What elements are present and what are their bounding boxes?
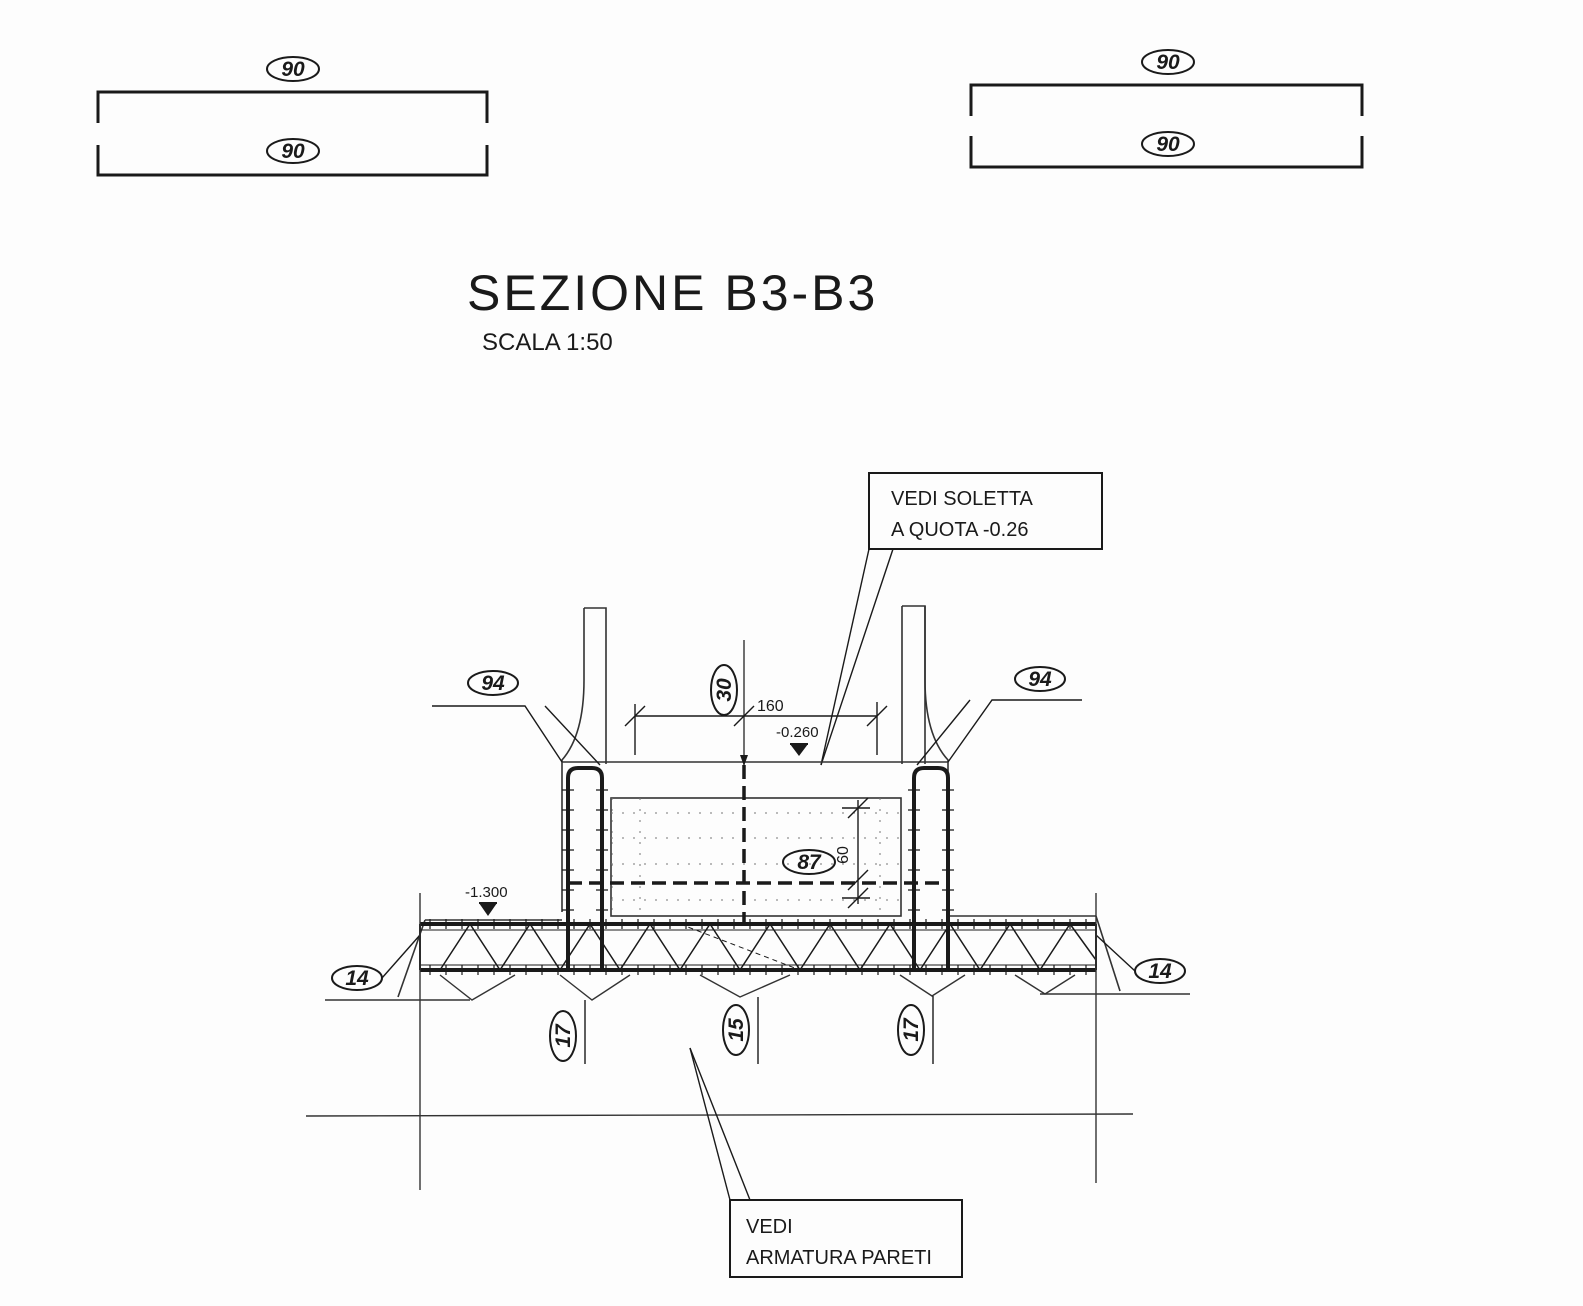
svg-text:14: 14 [345,967,369,990]
mark-15-center: 15 [722,997,759,1064]
mark-14-left: 14 [331,934,421,991]
svg-text:14: 14 [1148,960,1172,983]
mark-90-top-right-lower: 90 [1141,131,1195,157]
mark-94-right: 94 [916,666,1082,766]
section-outline [325,605,1190,1001]
svg-text:90: 90 [1156,133,1180,156]
mark-90-top-left-upper: 90 [266,56,320,82]
level-marker-upper: -0.260 [776,724,819,756]
mark-87: 87 [782,849,836,875]
svg-text:90: 90 [1156,51,1180,74]
dimension-60 [842,797,870,909]
svg-text:VEDI SOLETTA: VEDI SOLETTA [891,488,1034,510]
svg-text:94: 94 [1028,668,1052,691]
mark-94-left: 94 [432,670,601,766]
wall-reinforcement-right [908,766,954,970]
mark-17-right: 17 [897,996,934,1064]
mark-90-top-left-lower: 90 [266,138,320,164]
svg-text:-0.260: -0.260 [776,724,819,741]
reference-lines [305,893,1134,1190]
level-marker-lower: -1.300 [465,884,508,916]
note-box-pareti: VEDI ARMATURA PARETI [689,1047,963,1278]
mark-90-top-right-upper: 90 [1141,49,1195,75]
svg-text:90: 90 [281,140,305,163]
svg-text:VEDI: VEDI [746,1216,793,1238]
scale-label: SCALA 1:50 [482,329,613,356]
detail-bar-90-right [969,83,1364,169]
svg-text:90: 90 [281,58,305,81]
dimension-160-label: 160 [757,698,784,715]
svg-text:15: 15 [725,1018,748,1042]
center-axis-arrow [740,755,748,766]
dimension-160 [624,702,888,755]
svg-text:A QUOTA -0.26: A QUOTA -0.26 [891,519,1028,541]
svg-text:-1.300: -1.300 [465,884,508,901]
svg-text:30: 30 [713,678,736,702]
mark-30: 30 [710,664,738,716]
slab-haunches [439,974,1076,1001]
svg-text:94: 94 [481,672,505,695]
dimension-60-label: 60 [835,846,852,864]
dashed-bars [568,765,948,932]
svg-text:17: 17 [900,1017,923,1042]
wall-reinforcement-left [562,766,608,970]
svg-text:87: 87 [797,851,822,874]
mark-17-left: 17 [549,1000,586,1064]
note-box-soletta: VEDI SOLETTA A QUOTA -0.26 [820,472,1103,766]
svg-text:ARMATURA PARETI: ARMATURA PARETI [746,1247,932,1269]
section-title: SEZIONE B3-B3 [467,265,878,321]
detail-bar-90-left [96,90,489,177]
mark-14-right: 14 [1095,934,1186,984]
pit-hatching [611,798,901,916]
slab-reinforcement [419,919,1097,975]
svg-text:17: 17 [552,1023,575,1048]
